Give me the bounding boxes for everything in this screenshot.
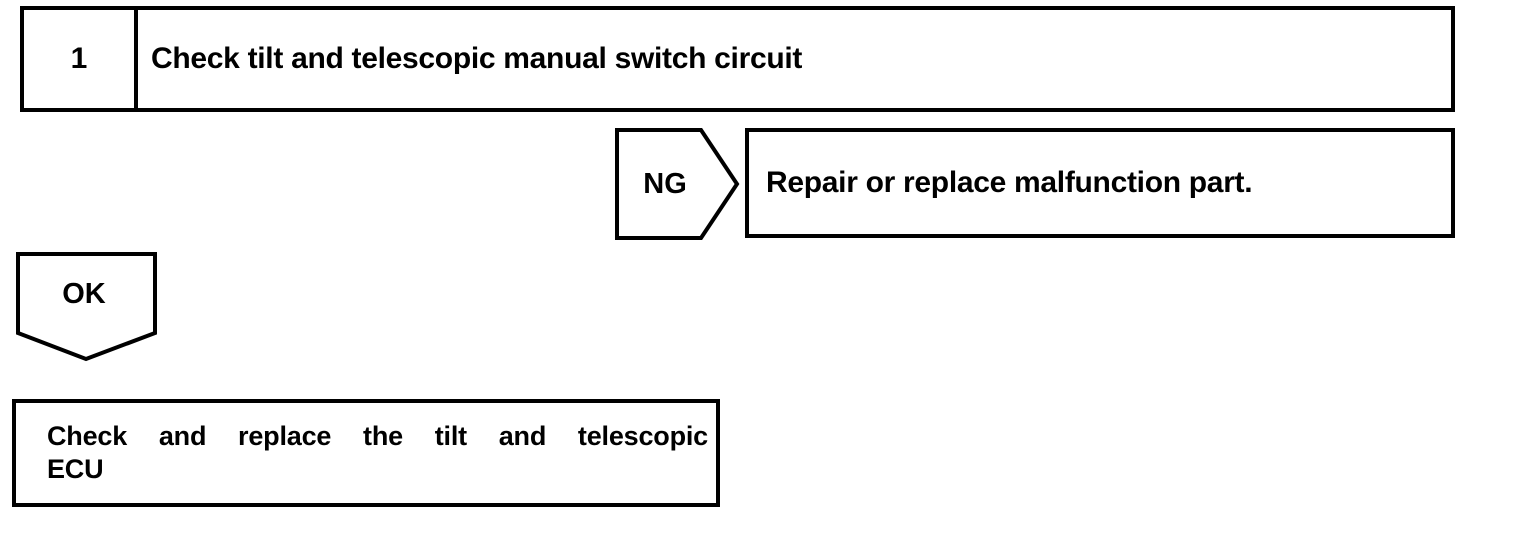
ng-action-box: Repair or replace malfunction part. xyxy=(745,128,1455,238)
result-line-1: Check and replace the tilt and telescopi… xyxy=(47,421,708,451)
ok-label: OK xyxy=(62,278,106,310)
ng-connector-arrow: NG xyxy=(615,128,740,240)
result-line-2: ECU xyxy=(47,454,104,484)
step-title: Check tilt and telescopic manual switch … xyxy=(151,42,803,75)
step-box: 1 Check tilt and telescopic manual switc… xyxy=(20,6,1455,112)
ok-arrow-shape xyxy=(16,252,157,362)
ng-action-text: Repair or replace malfunction part. xyxy=(766,166,1253,199)
ng-label: NG xyxy=(643,168,687,200)
step-number: 1 xyxy=(24,10,138,108)
ng-arrow-shape xyxy=(615,128,740,240)
result-box: Check and replace the tilt and telescopi… xyxy=(12,399,720,507)
ok-connector-arrow: OK xyxy=(16,252,157,362)
